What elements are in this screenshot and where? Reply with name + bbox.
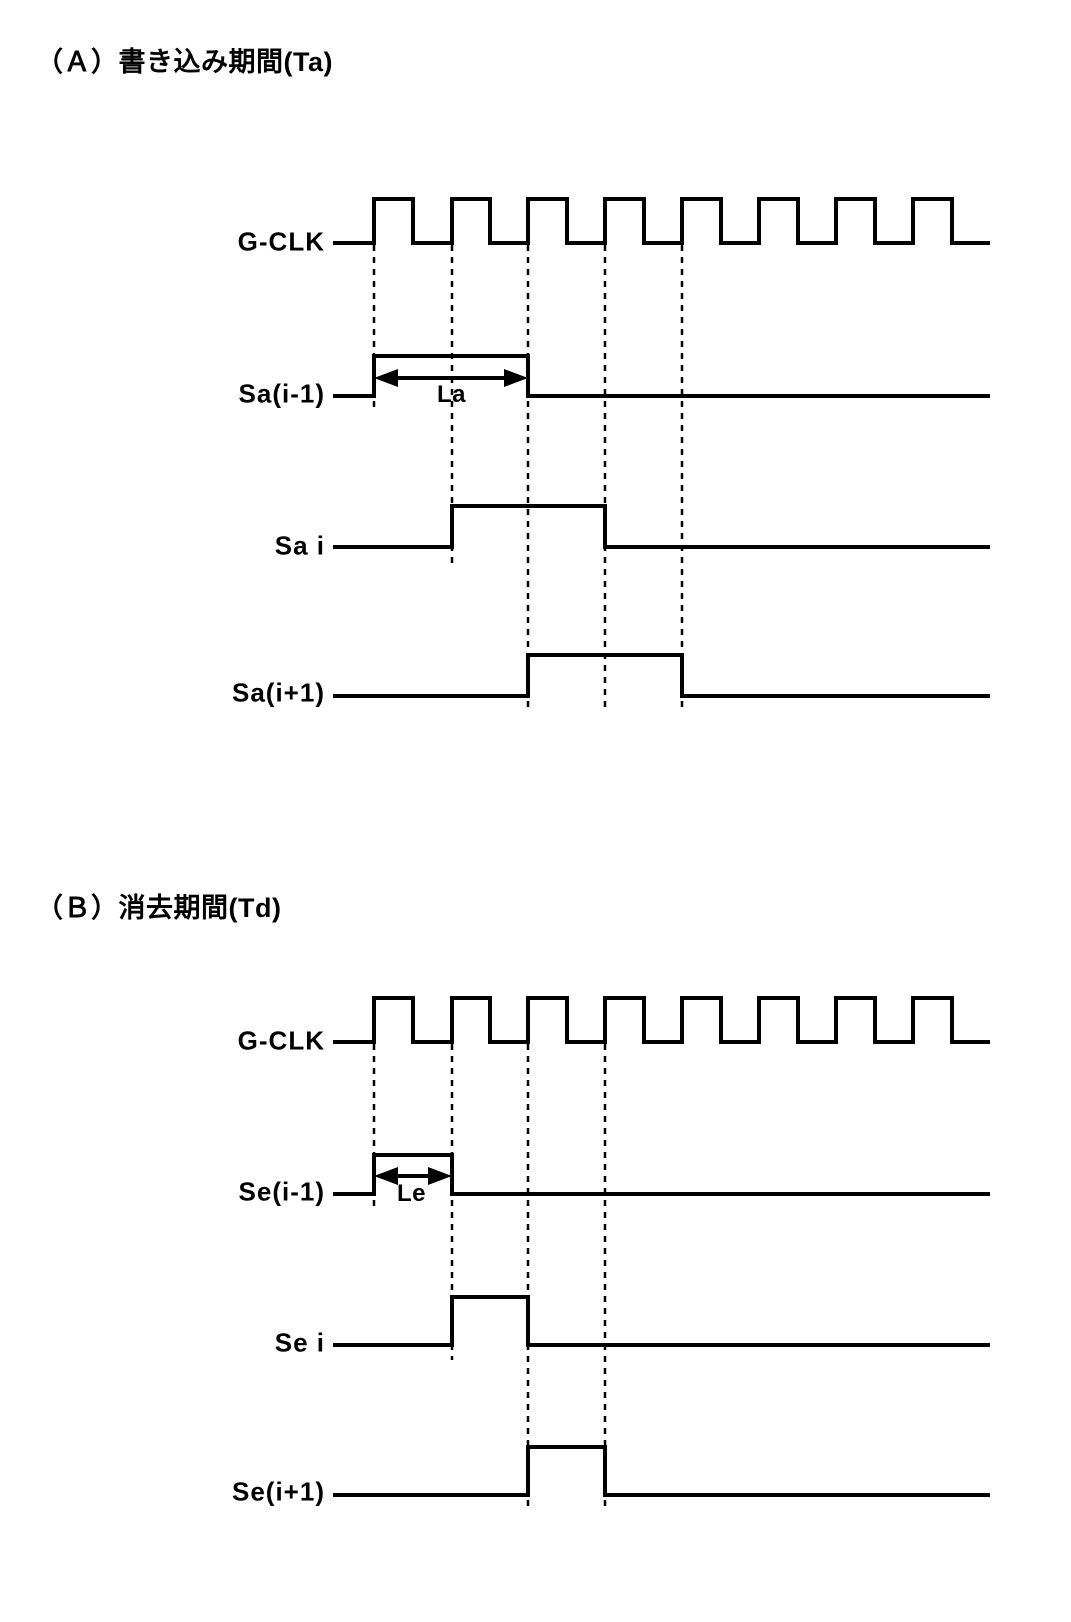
waveform-gclk-b [333, 996, 990, 1044]
waveform-se-i-plus-1 [333, 1445, 990, 1497]
waveform-sa-i-plus-1 [333, 653, 990, 698]
signal-label-sai: Sa i [274, 530, 325, 561]
signal-label-sa-i-minus-1: Sa(i-1) [238, 378, 325, 409]
waveform-se-i-minus-1 [333, 1153, 990, 1196]
signal-label-sa-i-plus-1: Sa(i+1) [232, 677, 325, 708]
annotation-label-la: La [437, 381, 467, 408]
signal-label-sei: Se i [274, 1327, 325, 1358]
waveform-gclk-a [333, 197, 990, 245]
signal-label-se-i-plus-1: Se(i+1) [232, 1476, 325, 1507]
signal-label-se-i-minus-1: Se(i-1) [238, 1176, 325, 1207]
panel-b-title: （Ｂ）消去期間(Td) [36, 893, 282, 923]
panel-a-title: （Ａ）書き込み期間(Ta) [36, 47, 333, 77]
signal-label-gclk-a: G-CLK [237, 226, 325, 257]
annotation-label-le: Le [397, 1180, 427, 1207]
panel-a-waveforms [333, 197, 990, 712]
waveform-sai [333, 504, 990, 549]
panel-b-waveforms [333, 996, 990, 1512]
waveform-sei [333, 1295, 990, 1347]
waveform-sa-i-minus-1 [333, 354, 990, 398]
signal-label-gclk-b: G-CLK [237, 1025, 325, 1056]
